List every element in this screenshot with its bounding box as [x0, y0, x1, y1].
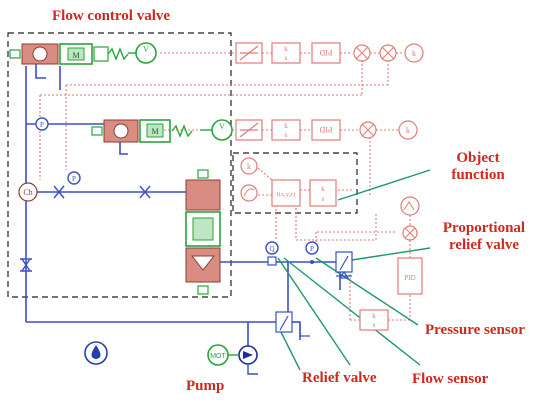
svg-text:k: k: [412, 49, 416, 58]
label-object-function-line2: function: [451, 167, 505, 184]
label-object-function: Object function: [440, 150, 516, 185]
relief-control-chain: [359, 196, 423, 331]
svg-text:k: k: [284, 45, 288, 53]
svg-text:s: s: [285, 54, 288, 62]
svg-text:f(x,y,z): f(x,y,z): [277, 191, 296, 198]
leader-lines: [275, 169, 431, 371]
pressure-sensor-symbol: [305, 241, 319, 255]
label-proportional-relief-valve-line1: Proportional: [442, 220, 526, 236]
flow-sensor-symbol: [265, 241, 279, 255]
label-relief-valve: Relief valve: [302, 370, 377, 386]
flow-control-valve-2: M V: [91, 119, 233, 155]
svg-text:PID: PID: [319, 48, 332, 57]
pump-symbol: MOT: [207, 344, 258, 375]
svg-text:P: P: [310, 245, 314, 253]
svg-text:k: k: [284, 122, 288, 130]
pilot-valve-assembly: [185, 169, 221, 295]
svg-text:Ch: Ch: [23, 188, 32, 197]
relief-valve-symbol: [275, 311, 310, 337]
svg-text:Q: Q: [269, 245, 274, 253]
svg-text:M: M: [72, 51, 79, 60]
svg-text:P: P: [72, 175, 76, 183]
line-elements: [20, 185, 151, 272]
label-pressure-sensor: Pressure sensor: [425, 322, 525, 338]
svg-text:P: P: [40, 121, 44, 129]
svg-text:V: V: [219, 122, 225, 131]
svg-text:V: V: [143, 45, 149, 54]
label-proportional-relief-valve: Proportional relief valve: [432, 220, 536, 255]
svg-text:s: s: [322, 195, 325, 203]
mixer: [18, 182, 38, 202]
svg-text:k: k: [372, 312, 376, 320]
svg-text:s: s: [373, 321, 376, 329]
hydraulic-lines: [25, 66, 341, 355]
fluid-drop-icon: [84, 341, 108, 365]
svg-text:PID: PID: [319, 125, 332, 134]
pressure-sensor-left-1: [35, 117, 49, 131]
svg-text:k: k: [247, 162, 251, 171]
svg-text:k: k: [321, 185, 325, 193]
object-function-frame: [232, 152, 358, 214]
label-flow-sensor: Flow sensor: [412, 371, 489, 387]
label-object-function-line1: Object: [456, 150, 500, 166]
proportional-relief-valve-symbol: [335, 251, 353, 279]
svg-text:s: s: [285, 131, 288, 139]
svg-text:PID: PID: [404, 274, 415, 282]
svg-text:MOT: MOT: [210, 353, 226, 360]
svg-text:k: k: [406, 126, 410, 135]
label-flow-control-valve: Flow control valve: [52, 8, 171, 24]
label-proportional-relief-valve-line2: relief valve: [448, 237, 520, 254]
flow-control-valve-1: M V: [9, 42, 157, 79]
flow-control-valve-frame: [7, 32, 232, 298]
label-pump: Pump: [186, 378, 225, 394]
pressure-sensor-left-2: [67, 171, 81, 185]
signal-lines: [39, 52, 411, 321]
svg-text:M: M: [151, 127, 158, 136]
